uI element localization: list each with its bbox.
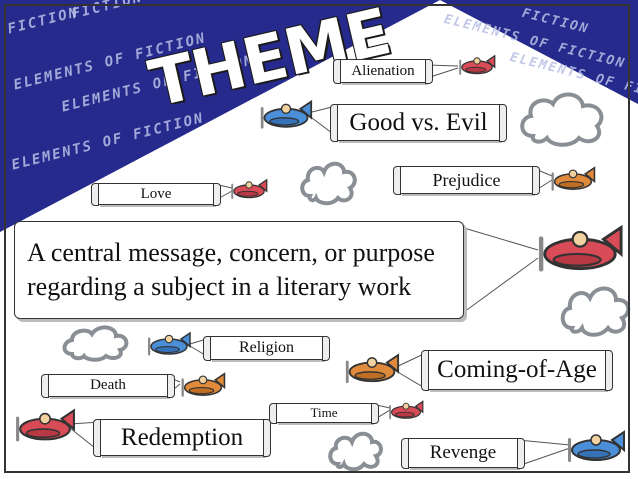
theme-banner-redemption: Redemption (93, 418, 271, 457)
blue-plane-icon (568, 430, 625, 462)
theme-banner-alienation: Alienation (333, 58, 433, 84)
cloud-icon (328, 431, 383, 472)
orange-plane-icon (551, 166, 596, 191)
red-plane-icon (389, 400, 424, 420)
red-plane-icon (459, 54, 496, 75)
navy-triangle-left (0, 0, 440, 232)
theme-banner-good-vs-evil: Good vs. Evil (330, 103, 507, 142)
theme-banner-religion: Religion (203, 335, 330, 361)
definition-line-2: regarding a subject in a literary work (27, 272, 412, 301)
theme-banner-love: Love (91, 182, 221, 206)
theme-banner-revenge: Revenge (401, 437, 525, 469)
blue-plane-icon (260, 99, 313, 129)
definition-banner: A central message, concern, or purpose r… (14, 221, 464, 319)
blue-plane-icon (148, 331, 191, 356)
theme-banner-death: Death (41, 373, 175, 398)
theme-banner-time: Time (269, 402, 379, 424)
navy-triangle-right (440, 0, 638, 104)
cloud-icon (300, 161, 357, 206)
red-plane-icon (231, 178, 268, 199)
red-plane-icon (538, 224, 623, 272)
orange-plane-icon (181, 372, 226, 397)
theme-banner-prejudice: Prejudice (393, 165, 540, 195)
cloud-icon (62, 325, 129, 362)
orange-plane-icon (345, 353, 400, 384)
red-plane-icon (16, 408, 75, 442)
cloud-icon (520, 92, 604, 147)
theme-banner-coming-of-age: Coming-of-Age (421, 349, 613, 391)
definition-line-1: A central message, concern, or purpose (27, 238, 435, 267)
